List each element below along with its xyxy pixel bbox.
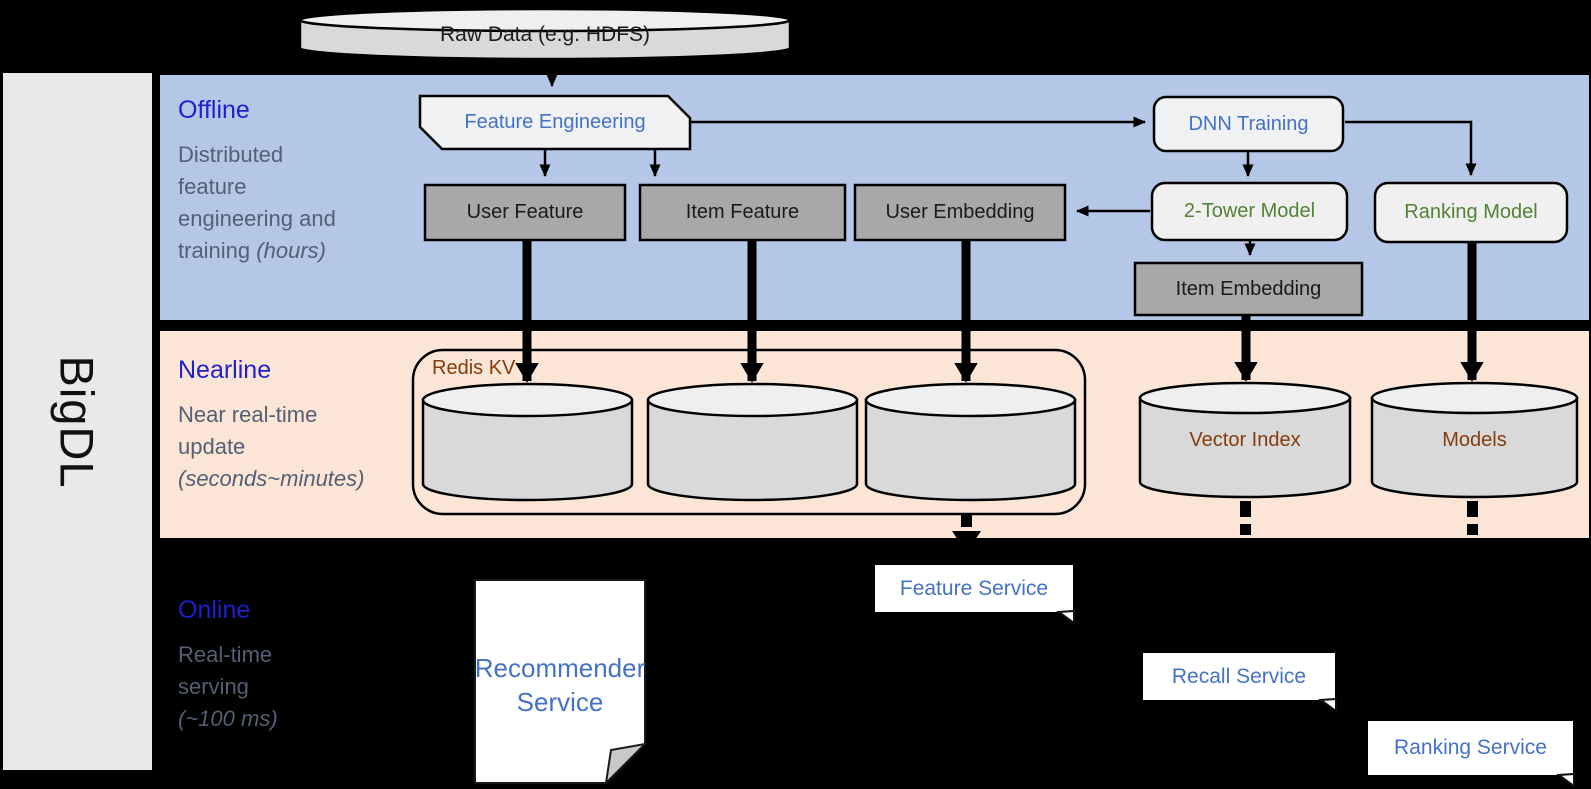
models-label: Models — [1442, 428, 1507, 451]
item-embedding-label: Item Embedding — [1175, 277, 1322, 300]
recall-service-label: Recall Service — [1171, 664, 1307, 688]
feature-service-label: Feature Service — [899, 576, 1049, 600]
user-embedding-label: User Embedding — [885, 201, 1035, 223]
recommender-service-label: Recommender Service — [474, 640, 646, 730]
ranking-model-label: Ranking Model — [1404, 201, 1538, 223]
redis-kv-label: Redis KV — [432, 357, 516, 379]
item-feature-label: Item Feature — [685, 201, 800, 223]
item-feature-box — [638, 183, 847, 242]
recall-service-box — [1143, 653, 1337, 713]
online-title: Online — [178, 596, 251, 624]
offline-title: Offline — [178, 96, 250, 124]
item-embedding-box — [1133, 261, 1364, 317]
bigdl-sidebar — [3, 73, 152, 770]
feature-engineering-shape — [418, 94, 692, 151]
arrow-dnn-to-rankingmodel — [1345, 120, 1477, 177]
redis-cylinder-3 — [864, 382, 1077, 502]
ranking-service-box — [1368, 721, 1575, 788]
bigdl-label: BigDL — [50, 355, 104, 489]
nearline-title: Nearline — [178, 356, 272, 384]
ranking-service-label: Ranking Service — [1394, 736, 1547, 759]
recommender-service-doc — [474, 579, 648, 786]
user-embedding-box — [853, 183, 1067, 242]
two-tower-model-label: 2-Tower Model — [1183, 200, 1316, 222]
recommender-service-line1: Recommender — [474, 653, 646, 683]
raw-data-label: Raw Data (e.g. HDFS) — [439, 23, 651, 46]
dnn-training-label: DNN Training — [1188, 112, 1309, 135]
dashed-arrow-vectorindex-to-recallservice — [1240, 501, 1251, 535]
redis-cylinder-2 — [646, 382, 859, 502]
dashed-arrow-models-to-rankingservice — [1467, 501, 1478, 535]
models-store — [1370, 381, 1579, 499]
user-feature-label: User Feature — [466, 201, 584, 223]
feature-service-box — [875, 565, 1075, 625]
dnn-training-shape — [1152, 95, 1345, 153]
recommender-service-line2: Service — [516, 687, 604, 717]
vector-index-store — [1138, 381, 1352, 499]
raw-data-store — [298, 7, 792, 61]
vector-index-label: Vector Index — [1189, 428, 1301, 451]
dashed-arrow-redis-to-featureservice — [952, 513, 981, 553]
redis-cylinder-1 — [421, 382, 634, 502]
feature-engineering-label: Feature Engineering — [464, 111, 646, 133]
